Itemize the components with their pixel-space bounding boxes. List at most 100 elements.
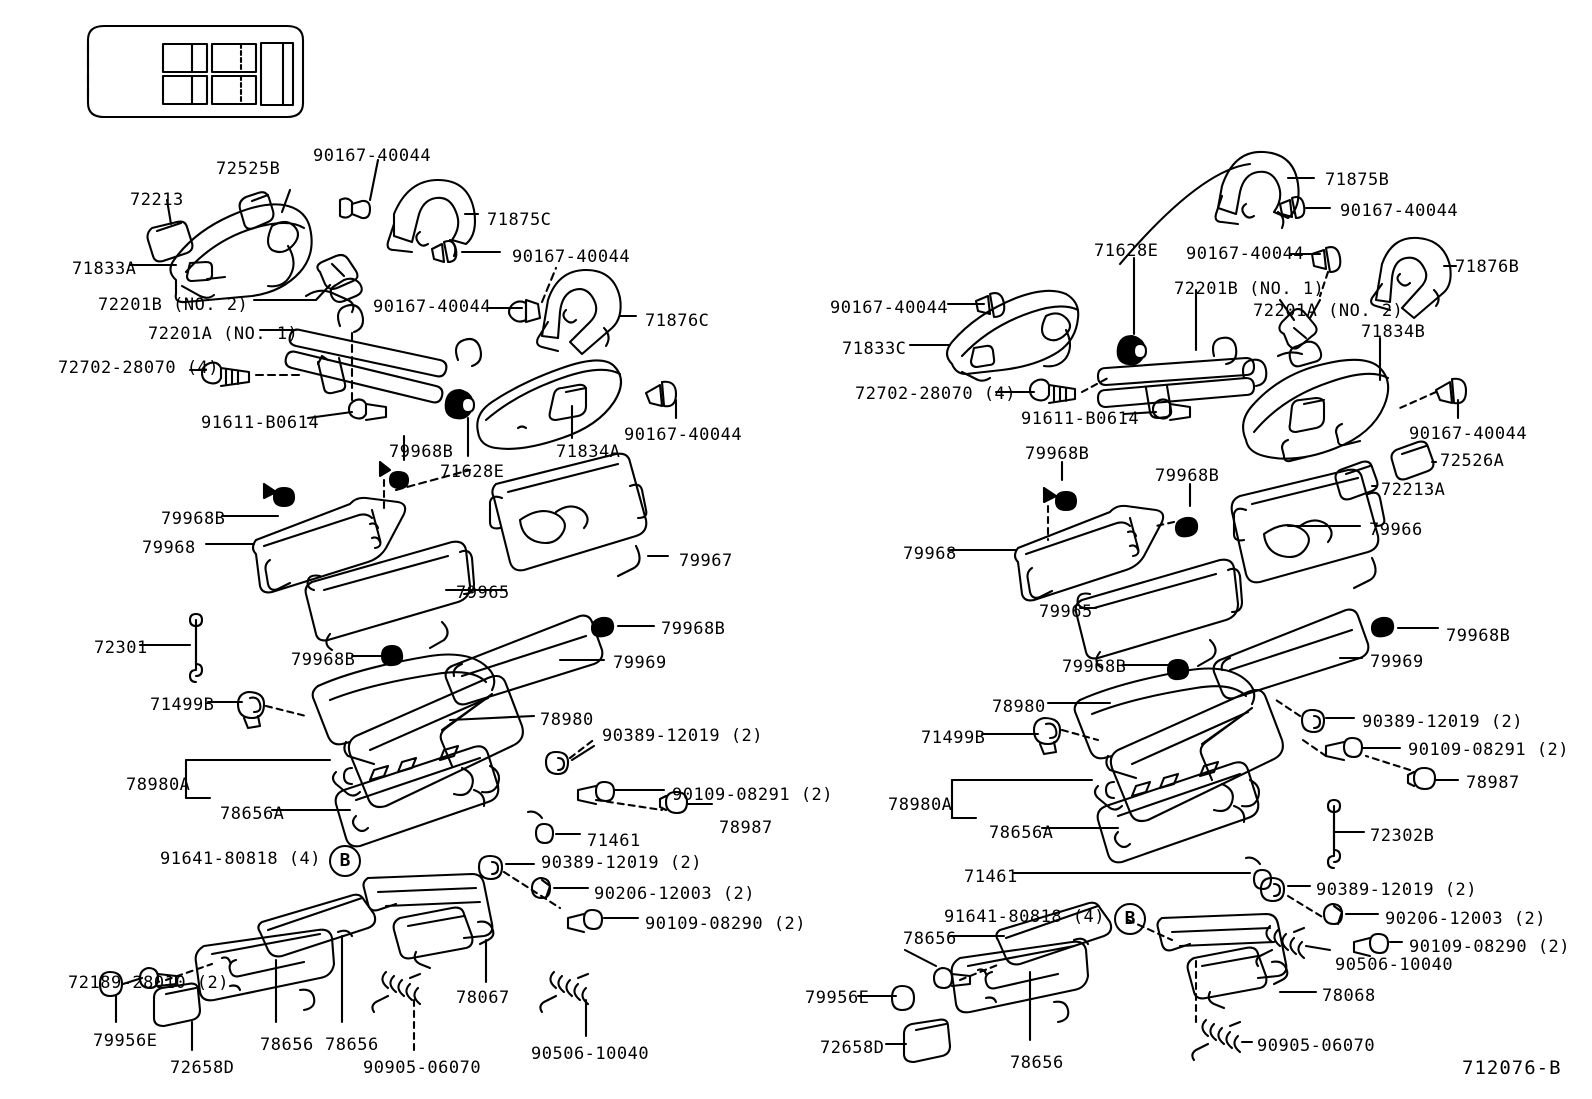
part-label-91641-80818: 91641-80818 (4) — [160, 849, 322, 869]
part-79965-right — [1074, 558, 1244, 670]
part-label-r-79969: 79969 — [1370, 652, 1424, 672]
part-78980A-right — [1093, 688, 1284, 823]
part-79968B-right-b — [1174, 516, 1199, 538]
part-label-72213A: 72213A — [1381, 480, 1446, 500]
part-79968B-right-a — [1054, 490, 1078, 512]
part-label-r-90506-10040: 90506-10040 — [1335, 955, 1454, 975]
part-label-79956E: 79956E — [93, 1031, 158, 1051]
part-label-r-90167-b: 90167-40044 — [1186, 244, 1305, 264]
part-79968B-left-d — [380, 644, 404, 667]
part-label-72525B: 72525B — [216, 159, 281, 179]
part-79966 — [1230, 468, 1386, 590]
part-71875C — [386, 178, 477, 258]
part-label-72201B-no2: 72201B (NO. 2) — [98, 295, 249, 315]
part-label-72302B: 72302B — [1370, 826, 1435, 846]
part-label-r-72201A-no2: 72201A (NO. 2) — [1253, 301, 1404, 321]
part-label-r-90167-d: 90167-40044 — [1409, 424, 1528, 444]
part-79956E-right — [890, 984, 916, 1012]
part-90389-12019-left-a — [544, 750, 570, 776]
part-label-90389-12019-a: 90389-12019 (2) — [602, 726, 764, 746]
part-72201-right-hinge — [1276, 307, 1323, 368]
callout-bubble-b-left[interactable]: B — [329, 845, 361, 877]
part-label-79968B-c: 79968B — [661, 619, 726, 639]
part-label-71876C: 71876C — [645, 311, 710, 331]
part-90109-08291-left — [576, 780, 616, 806]
part-label-78987: 78987 — [719, 818, 773, 838]
part-label-72213: 72213 — [130, 190, 184, 210]
part-label-r-90109-08291: 90109-08291 (2) — [1408, 740, 1570, 760]
part-label-72702-28070: 72702-28070 (4) — [58, 358, 220, 378]
callout-bubble-b-right[interactable]: B — [1114, 903, 1146, 935]
part-78067 — [362, 872, 495, 970]
part-71876C — [536, 268, 622, 356]
part-78987-right — [1406, 766, 1437, 791]
part-label-79968B-a: 79968B — [389, 442, 454, 462]
part-79968-left — [251, 496, 407, 594]
seat-legend-outline — [86, 24, 305, 119]
part-72189-28010 — [138, 966, 178, 990]
part-90206-12003-right — [1322, 902, 1344, 926]
part-label-r-72702-28070: 72702-28070 (4) — [855, 384, 1017, 404]
part-72201B-no2 — [304, 253, 363, 314]
diagram-code: 712076-B — [1462, 1057, 1562, 1079]
part-label-78656-a: 78656 — [260, 1035, 314, 1055]
part-71628E-right — [1116, 334, 1148, 366]
part-79956E — [98, 970, 124, 998]
part-label-r-72201B-no1: 72201B (NO. 1) — [1174, 279, 1325, 299]
part-71834B — [1242, 358, 1390, 463]
part-label-r-79968B-a: 79968B — [1025, 444, 1090, 464]
part-label-r-78987: 78987 — [1466, 773, 1520, 793]
part-label-71875C: 71875C — [487, 210, 552, 230]
part-71876B — [1370, 236, 1452, 320]
part-79968-right — [1013, 504, 1165, 602]
part-90167-40044-71876B — [1310, 246, 1342, 274]
part-label-r-90905-06070: 90905-06070 — [1257, 1036, 1376, 1056]
part-label-90506-10040: 90506-10040 — [531, 1044, 650, 1064]
part-71833A — [169, 191, 313, 304]
part-label-r-79956E: 79956E — [805, 988, 870, 1008]
part-label-r-78980: 78980 — [992, 697, 1046, 717]
part-label-r-71461: 71461 — [964, 867, 1018, 887]
part-label-90167-40044-c: 90167-40044 — [373, 297, 492, 317]
part-79968B-right-c — [1166, 658, 1190, 681]
part-label-79968: 79968 — [142, 538, 196, 558]
part-label-79966: 79966 — [1369, 520, 1423, 540]
part-79968B-right-d — [1370, 616, 1395, 638]
part-78656A-right — [1096, 760, 1260, 864]
part-label-78656-b: 78656 — [325, 1035, 379, 1055]
part-90389-12019-left-b — [477, 854, 504, 881]
part-72658D-right — [902, 1018, 952, 1064]
part-72213A — [1334, 460, 1379, 501]
part-79965-left — [304, 540, 476, 652]
part-72302B — [1326, 798, 1342, 870]
part-label-90206-12003: 90206-12003 (2) — [594, 884, 756, 904]
part-label-71833A: 71833A — [72, 259, 137, 279]
part-90389-12019-right-b — [1259, 876, 1286, 903]
part-label-79968B-d: 79968B — [291, 650, 356, 670]
part-label-r-90389-b: 90389-12019 (2) — [1316, 880, 1478, 900]
part-72201-right-rod — [1096, 336, 1268, 420]
part-90905-06070-left — [371, 970, 422, 1014]
part-label-r-78656-a: 78656 — [903, 929, 957, 949]
part-label-78068: 78068 — [1322, 986, 1376, 1006]
part-label-r-90389-a: 90389-12019 (2) — [1362, 712, 1524, 732]
part-label-r-91641-80818: 91641-80818 (4) — [944, 907, 1106, 927]
part-label-90109-08290: 90109-08290 (2) — [645, 914, 807, 934]
part-label-90167-40044-a: 90167-40044 — [313, 146, 432, 166]
part-label-r-71499B: 71499B — [921, 728, 986, 748]
part-label-71834B: 71834B — [1361, 322, 1426, 342]
part-72201A-no1 — [284, 303, 483, 404]
part-label-71834A: 71834A — [556, 442, 621, 462]
part-90109-08290-right — [1352, 932, 1390, 958]
part-label-71461: 71461 — [587, 831, 641, 851]
part-71833C — [945, 289, 1080, 382]
part-71461-left — [526, 810, 555, 845]
part-90167-40044-upper-left — [338, 197, 372, 220]
part-90167-40044-71834B — [1434, 377, 1468, 405]
part-label-r-78656-b: 78656 — [1010, 1053, 1064, 1073]
part-label-72526A: 72526A — [1440, 451, 1505, 471]
part-label-r-78656A: 78656A — [989, 823, 1054, 843]
part-90167-40044-71875B — [1278, 195, 1306, 220]
